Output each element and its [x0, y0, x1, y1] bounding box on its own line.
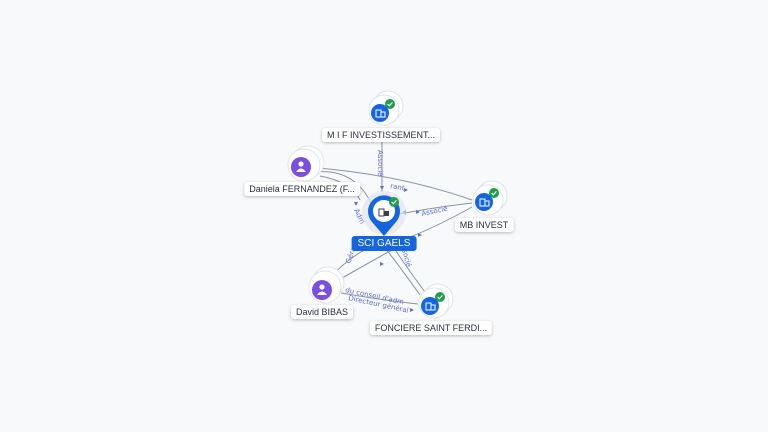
- node-david[interactable]: [308, 266, 345, 304]
- verified-check-icon: [389, 197, 399, 207]
- arrow-4: [354, 202, 358, 206]
- building-icon: [375, 109, 386, 118]
- arrow-3: [416, 210, 420, 214]
- edge-label: Associé: [421, 205, 449, 218]
- edge-label: rant: [390, 182, 406, 192]
- edge-daniela-mb: [317, 167, 473, 201]
- building-icon: [425, 302, 436, 311]
- node-mif[interactable]: [368, 90, 404, 126]
- node-label-mif[interactable]: M I F INVESTISSEMENT...: [321, 128, 441, 142]
- node-daniela[interactable]: [287, 145, 325, 182]
- node-mb[interactable]: [472, 180, 508, 216]
- edge-mb-center-2: [407, 206, 473, 239]
- arrow-5: [418, 233, 422, 237]
- person-icon: [317, 284, 327, 295]
- node-label-mb[interactable]: MB INVEST: [454, 218, 514, 232]
- verified-check-icon: [385, 99, 395, 109]
- edge-david-fonciere: [335, 291, 419, 305]
- node-fonciere[interactable]: [418, 283, 454, 319]
- node-label-daniela[interactable]: Daniela FERNANDEZ (F...: [244, 182, 360, 196]
- node-label-david[interactable]: David BIBAS: [290, 305, 354, 319]
- arrow-7: [380, 262, 384, 266]
- node-label-fonciere[interactable]: FONCIERE SAINT FERDI...: [369, 321, 493, 335]
- building-icon: [378, 208, 389, 217]
- verified-check-icon: [435, 292, 445, 302]
- arrow-6: [404, 188, 408, 192]
- verified-check-icon: [489, 188, 499, 198]
- arrow-1: [380, 186, 384, 190]
- arrow-8: [410, 308, 414, 312]
- building-icon: [479, 198, 490, 207]
- center-node-label[interactable]: SCI GAELS: [351, 236, 417, 251]
- edge-label: Associé: [376, 150, 384, 176]
- node-center[interactable]: [362, 191, 406, 236]
- person-icon: [296, 161, 306, 172]
